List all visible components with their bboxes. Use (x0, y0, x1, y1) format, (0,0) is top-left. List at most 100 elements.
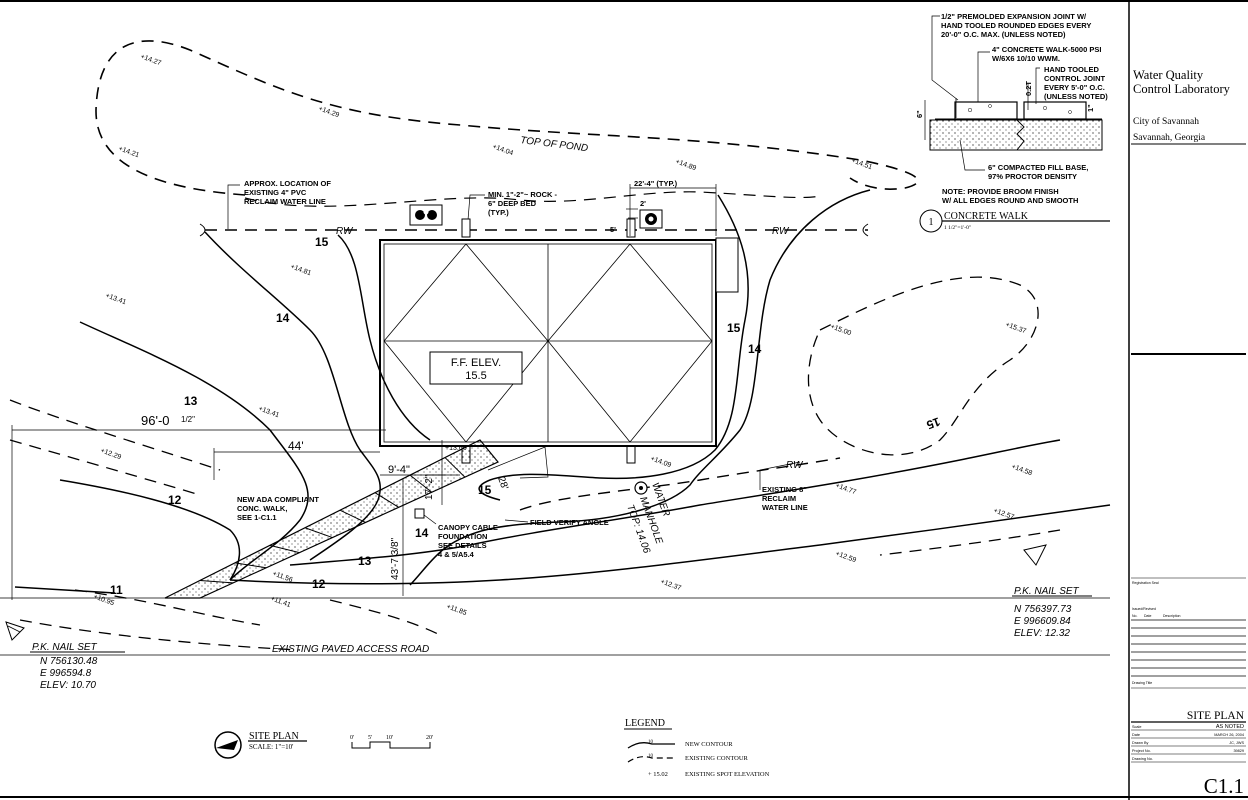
legend-new-contour-num: 10 (648, 740, 654, 745)
detail-note-fill-2: 97% PROCTOR DENSITY (988, 172, 1077, 181)
rock-note-1: MIN. 1"-2"~ ROCK - (488, 190, 557, 199)
break-line (1016, 119, 1025, 151)
info-row-label: Date (1132, 733, 1140, 737)
canopy-note-3: SEE DETAILS (438, 541, 487, 550)
info-row-value: JC, JWS (1229, 741, 1244, 745)
pond-edge-line (244, 191, 821, 207)
spot-elevation: +14.77 (834, 482, 857, 496)
legend-existing-contour-label: EXISTING CONTOUR (685, 755, 749, 762)
contour-label-14b: 14 (415, 526, 429, 540)
pk-nail-left-title: P.K. NAIL SET (32, 642, 98, 653)
info-row-value: MARCH 26, 2004 (1214, 733, 1244, 737)
legend-new-contour-line (627, 742, 675, 749)
legend-existing-contour-num: 10 (648, 754, 654, 759)
pk-nail-right-symbol (1023, 544, 1047, 566)
contour-15-left (337, 234, 431, 441)
spot-elevation: +14.27 (139, 53, 162, 67)
spot-elevation: +13.41 (257, 405, 280, 419)
contour-13-bottom (289, 439, 1061, 566)
field-verify-note: FIELD VERIFY ANGLE (530, 518, 609, 527)
scale-bar-5: 5' (368, 735, 372, 741)
detail-note-joint-2: CONTROL JOINT (1044, 74, 1106, 83)
pk-nail-right-title: P.K. NAIL SET (1014, 586, 1080, 597)
contour-12-bottom (229, 504, 1111, 585)
contour-label-13: 13 (184, 394, 198, 408)
detail-dim-1: 1" (1086, 104, 1095, 112)
concrete-walk-detail: 1/2" PREMOLDED EXPANSION JOINT W/ HAND T… (915, 12, 1110, 233)
title-block: Water Quality Control Laboratory City of… (1131, 68, 1246, 798)
canopy-note-4: 4 & 5/A5.4 (438, 550, 475, 559)
spot-elevation: +13.66 (445, 445, 467, 452)
col-description: Description (1163, 614, 1181, 618)
detail-note-finish-2: W/ ALL EDGES ROUND AND SMOOTH (942, 196, 1078, 205)
legend-existing-contour-line (627, 756, 675, 763)
spot-elevation: +15.37 (1004, 321, 1027, 335)
legend-spot-sample: + 15.02 (648, 771, 668, 778)
ff-elev-label: F.F. ELEV. (451, 357, 501, 369)
existing-contours (9, 276, 1061, 651)
contour-label-12: 12 (168, 493, 182, 507)
spot-elevation: +11.41 (269, 595, 291, 609)
detail-note-fill-1: 6" COMPACTED FILL BASE, (988, 163, 1088, 172)
spot-elevation: +14.58 (1010, 463, 1033, 477)
ada-walk (164, 439, 499, 599)
scale-bar-10: 10' (386, 735, 393, 741)
legend: LEGEND 10 NEW CONTOUR 10 EXISTING CONTOU… (624, 718, 770, 778)
registration-seal-label: Registration Seal (1132, 581, 1159, 585)
spot-elevation: +14.09 (649, 455, 672, 469)
pk-nail-left-e: E 996594.8 (40, 668, 92, 679)
dim-28: 28' (495, 475, 510, 491)
dim-44: 44' (288, 439, 304, 453)
scale-bar (351, 741, 431, 749)
spot-elevation: +14.04 (491, 143, 514, 157)
contour-label-11: 11 (110, 583, 123, 597)
revision-table (1131, 619, 1246, 677)
scale-bar-0: 0' (350, 735, 354, 741)
legend-title: LEGEND (625, 718, 665, 729)
pk-nail-left-n: N 756130.48 (40, 656, 98, 667)
detail-note-concrete-2: W/6X6 10/10 WWM. (992, 54, 1060, 63)
dim-5: 5' (610, 225, 616, 234)
info-row-label: Drawing No. (1132, 757, 1153, 761)
dim-96: 96'-0 (141, 413, 170, 428)
detail-note-joint-3: EVERY 5'-0" O.C. (1044, 83, 1105, 92)
spot-elevation: +11.85 (445, 603, 467, 617)
rock-note-3: (TYP.) (488, 208, 509, 217)
drawing-title-label: Drawing Title (1132, 681, 1152, 685)
detail-dim-6: 6" (915, 110, 924, 118)
contour-14-right (409, 189, 871, 586)
contour-label-15b: 15 (478, 483, 492, 497)
spot-elevation: +12.37 (659, 578, 682, 592)
walk-control-joint (374, 492, 399, 508)
canopy-note-1: CANOPY CABLE (438, 523, 498, 532)
spot-elevation: +14.51 (850, 157, 873, 171)
pvc-note-1: APPROX. LOCATION OF (244, 179, 331, 188)
dim-2: 2' (640, 199, 646, 208)
walk-control-joint (339, 509, 366, 523)
info-row-label: Drawn By (1132, 741, 1149, 745)
ada-note-3: SEE 1-C1.1 (237, 513, 277, 522)
dim-96-fraction: 1/2" (181, 415, 195, 424)
pvc-note-3: RECLAIM WATER LINE (244, 197, 326, 206)
col-no: No. (1132, 614, 1137, 618)
info-row-value: AS NOTED (1216, 724, 1244, 730)
contour-12-left (59, 479, 241, 581)
col-date: Date (1144, 614, 1151, 618)
spot-elevation: +14.89 (674, 158, 697, 172)
ac-unit-left (409, 204, 443, 226)
pvc-note-2: EXISTING 4" PVC (244, 188, 307, 197)
pk-nail-left-elev: ELEV: 10.70 (40, 680, 96, 691)
walk-control-joint (269, 544, 300, 554)
ff-elev-value: 15.5 (465, 370, 486, 382)
contour-label-15: 15 (315, 235, 329, 249)
road-label: EXISTING PAVED ACCESS ROAD (272, 644, 429, 655)
contour-label-14c: 14 (748, 342, 762, 356)
info-row-label: Scale (1132, 725, 1142, 729)
detail-note-joint-4: (UNLESS NOTED) (1044, 92, 1108, 101)
rw-label-1: RW (336, 226, 354, 237)
contour-label-12b: 12 (312, 577, 326, 591)
detail-title: CONCRETE WALK (944, 211, 1029, 222)
detail-note-finish-1: NOTE: PROVIDE BROOM FINISH (942, 187, 1059, 196)
